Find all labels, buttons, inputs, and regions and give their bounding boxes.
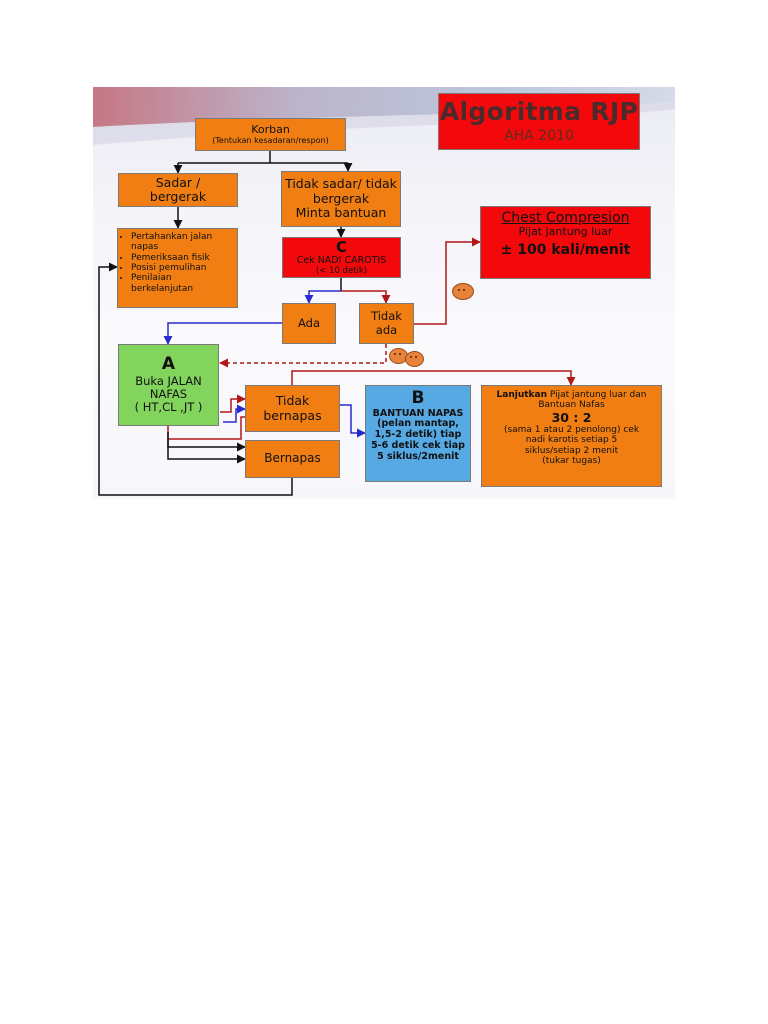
diagram-title: Algoritma RJP <box>439 97 639 126</box>
title-box: Algoritma RJP AHA 2010 <box>438 93 640 150</box>
chest-heading: Chest Compresion <box>501 210 630 226</box>
korban-box: Korban (Tentukan kesadaran/respon) <box>195 118 346 151</box>
loop-back-arrow <box>98 262 293 496</box>
top-bar-arrow <box>291 370 576 386</box>
dashed-arrow <box>219 344 387 368</box>
ada-to-a-arrow <box>163 322 282 345</box>
to-chest-arrow <box>414 237 481 325</box>
korban-split-arrows <box>173 151 353 238</box>
korban-note: (Tentukan kesadaran/respon) <box>212 136 329 146</box>
ada-label: Ada <box>297 315 320 330</box>
lanjut-line1-rest: Pijat jantung luar dan <box>547 390 647 400</box>
tidak-ada-line2: ada <box>375 322 398 337</box>
b-line1: BANTUAN NAPAS <box>372 407 464 419</box>
to-b-arrow <box>340 404 366 438</box>
b-letter: B <box>411 388 425 408</box>
sadar-line1: Sadar / <box>155 174 201 190</box>
list-item: Pertahankan jalan napas <box>131 232 233 253</box>
tidak-ada-line1: Tidak <box>371 309 402 324</box>
smiley-face-icon <box>452 283 474 300</box>
chest-compression-box: Chest Compresion Pijat jantung luar ± 10… <box>480 206 651 279</box>
b-line2: (pelan mantap, <box>377 418 459 430</box>
sadar-actions-box: Pertahankan jalan napas Pemeriksaan fisi… <box>117 228 238 308</box>
lanjut-ratio: 30 : 2 <box>551 409 592 425</box>
tidak-ada-box: Tidak ada <box>359 303 414 344</box>
a-letter: A <box>161 354 176 375</box>
b-line3: 1,5-2 detik) tiap <box>374 429 462 441</box>
tidak-bernapas-box: Tidak bernapas <box>245 385 340 432</box>
sadar-actions-list: Pertahankan jalan napas Pemeriksaan fisi… <box>122 232 233 294</box>
lanjut-line5: siklus/setiap 2 menit <box>524 445 619 456</box>
a-line1: Buka JALAN <box>135 373 202 388</box>
a-line2: NAFAS <box>149 387 188 402</box>
a-line3: ( HT,CL ,JT ) <box>134 400 203 415</box>
cek-line2: (< 10 detik) <box>315 265 368 276</box>
lanjut-line2: Bantuan Nafas <box>538 400 605 411</box>
flow-connectors <box>98 151 576 496</box>
tidak-sadar-box: Tidak sadar/ tidak bergerak Minta bantua… <box>281 171 401 227</box>
bernapas-box: Bernapas <box>245 440 340 478</box>
list-item: Posisi pemulihan <box>131 263 233 273</box>
lanjut-line4: nadi karotis setiap 5 <box>525 435 618 446</box>
sadar-box: Sadar / bergerak <box>118 173 238 207</box>
lanjut-line6: (tukar tugas) <box>542 456 601 467</box>
sadar-line2: bergerak <box>149 189 207 204</box>
diagram-subtitle: AHA 2010 <box>504 127 574 144</box>
tidak-sadar-line2: bergerak <box>312 190 370 206</box>
bernapas-label: Bernapas <box>264 451 321 466</box>
korban-label: Korban <box>251 122 290 136</box>
lanjut-line1: Lanjutkan Pijat jantung luar dan <box>497 390 647 400</box>
b-line5: 5 siklus/2menit <box>377 451 459 463</box>
ada-box: Ada <box>282 303 336 344</box>
chest-rate: ± 100 kali/menit <box>500 241 631 258</box>
a-to-breathing-arrows <box>167 394 246 464</box>
tidak-bernapas-line2: bernapas <box>263 407 322 423</box>
smiley-face-icon <box>405 351 424 367</box>
rjp-slide: Algoritma RJP AHA 2010 Korban (Tentukan … <box>93 87 675 499</box>
tidak-bernapas-line1: Tidak <box>275 393 310 409</box>
lanjut-bold: Lanjutkan <box>496 390 548 400</box>
tidak-sadar-line1: Tidak sadar/ tidak <box>285 176 397 192</box>
b-line4: 5-6 detik cek tiap <box>371 440 465 452</box>
lanjutkan-box: Lanjutkan Pijat jantung luar dan Bantuan… <box>481 385 662 487</box>
list-item: Pemeriksaan fisik <box>131 253 233 263</box>
list-item: Penilaian berkelanjutan <box>131 273 233 294</box>
nadi-split-arrows <box>304 278 391 304</box>
tidak-sadar-line3: Minta bantuan <box>295 205 387 221</box>
a-airway-box: A Buka JALAN NAFAS ( HT,CL ,JT ) <box>118 344 219 426</box>
chest-line1: Pijat jantung luar <box>518 225 613 239</box>
b-breathing-box: B BANTUAN NAPAS (pelan mantap, 1,5-2 det… <box>365 385 471 482</box>
cek-line1: Cek NADI CAROTIS <box>296 254 387 266</box>
cek-nadi-box: C Cek NADI CAROTIS (< 10 detik) <box>282 237 401 278</box>
lanjut-line3: (sama 1 atau 2 penolong) cek <box>503 425 640 436</box>
cek-letter: C <box>335 237 347 256</box>
